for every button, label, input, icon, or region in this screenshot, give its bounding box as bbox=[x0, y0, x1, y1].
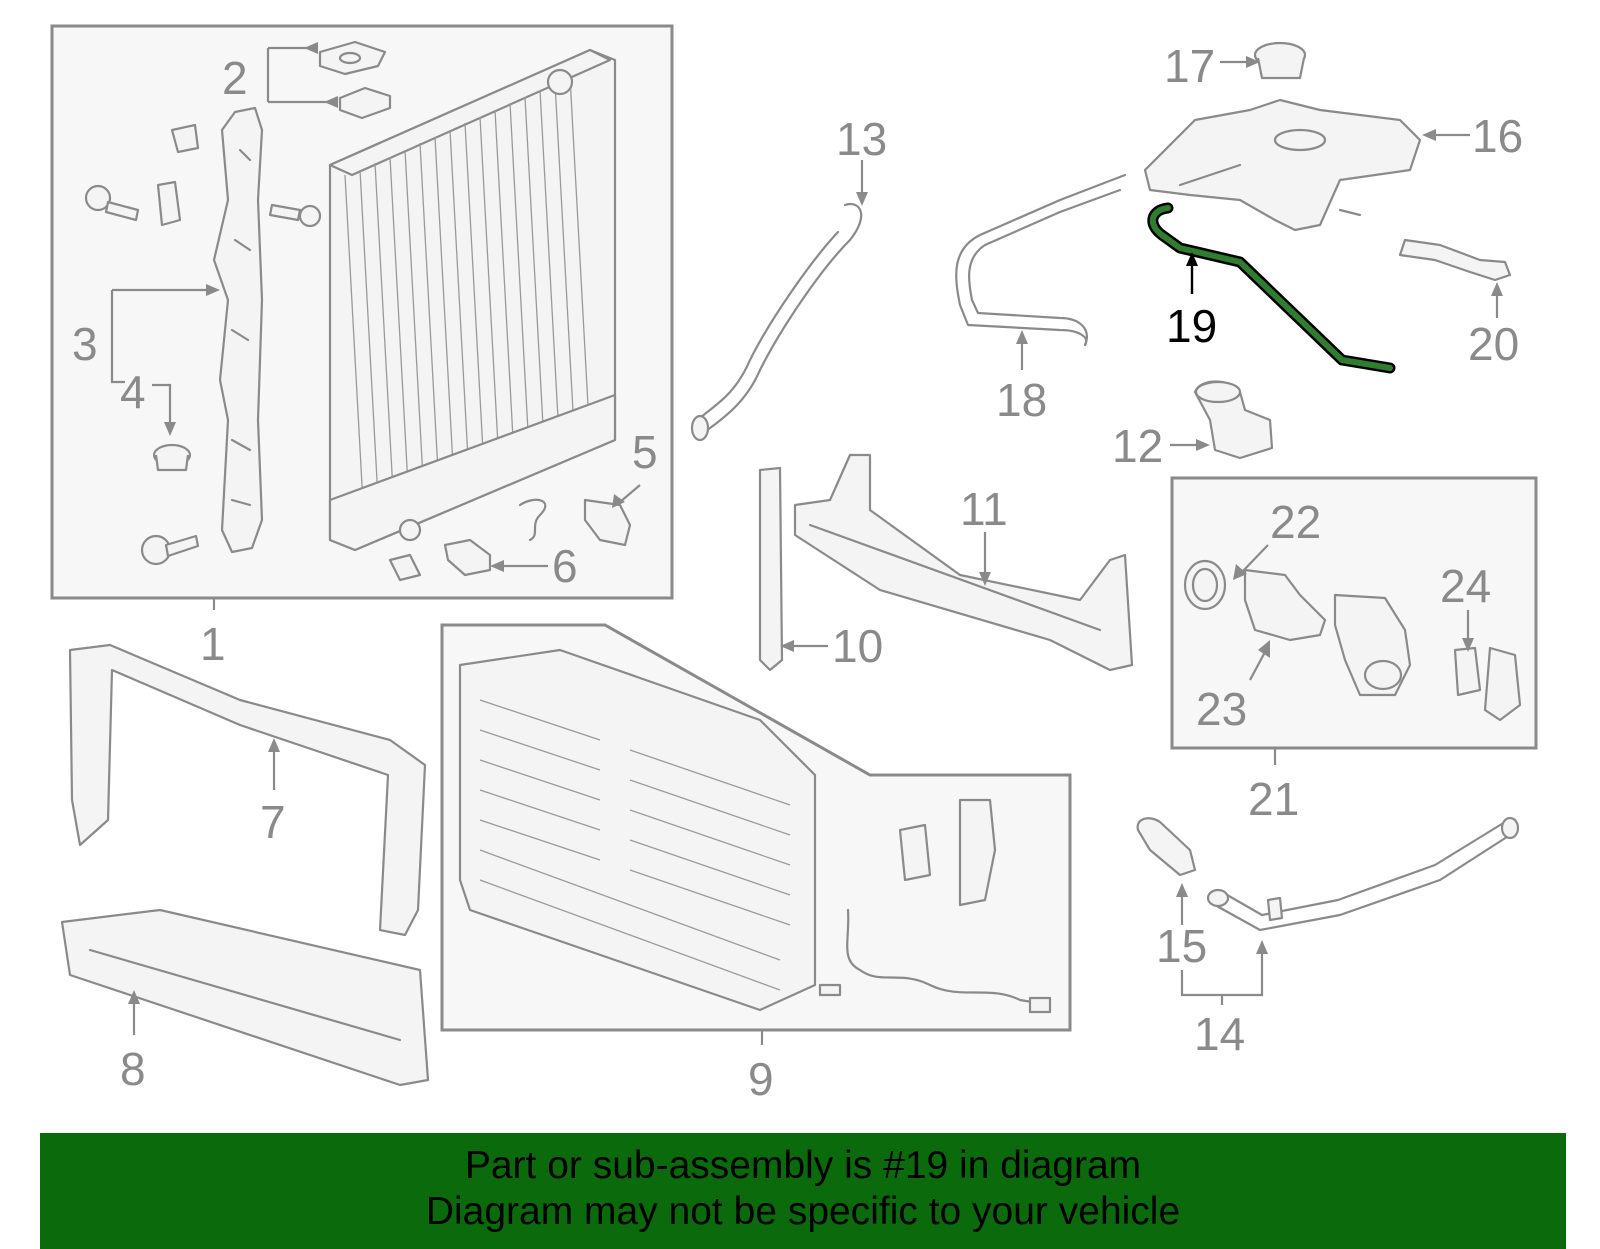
part-5-sensor[interactable] bbox=[583, 498, 632, 547]
part-23-thermostat[interactable] bbox=[1243, 568, 1327, 642]
callout-16: 16 bbox=[1472, 110, 1523, 162]
callout-1: 1 bbox=[200, 618, 226, 670]
part-14-pipe[interactable] bbox=[1206, 816, 1520, 932]
callout-4: 4 bbox=[120, 366, 146, 418]
callout-17: 17 bbox=[1164, 40, 1215, 92]
part-7-baffle[interactable] bbox=[68, 643, 427, 937]
callout-19: 19 bbox=[1166, 300, 1217, 352]
part-10-seal[interactable] bbox=[758, 466, 784, 672]
part-22-seal[interactable] bbox=[1183, 559, 1227, 611]
part-bolt-c[interactable] bbox=[140, 534, 200, 566]
part-thermostat-housing[interactable] bbox=[1333, 593, 1412, 697]
callout-11: 11 bbox=[960, 483, 1008, 535]
callout-14: 14 bbox=[1194, 1008, 1245, 1060]
callout-5: 5 bbox=[632, 426, 658, 478]
part-2-insulators[interactable] bbox=[318, 40, 392, 120]
callout-13: 13 bbox=[836, 113, 887, 165]
part-bolt-a[interactable] bbox=[84, 184, 140, 222]
part-clip[interactable] bbox=[170, 123, 200, 154]
banner-line-disclaimer: Diagram may not be specific to your vehi… bbox=[425, 1190, 1181, 1233]
callout-24: 24 bbox=[1440, 560, 1491, 612]
callout-21: 21 bbox=[1248, 773, 1299, 825]
part-18-hose[interactable] bbox=[955, 173, 1127, 347]
part-15-hose[interactable] bbox=[1136, 817, 1197, 877]
callout-6: 6 bbox=[552, 540, 578, 592]
part-clip-b[interactable] bbox=[388, 553, 422, 582]
part-bolt-b[interactable] bbox=[268, 203, 322, 228]
part-8-deflector[interactable] bbox=[60, 908, 430, 1087]
part-wire-harness[interactable] bbox=[818, 908, 1052, 1014]
callout-23: 23 bbox=[1196, 683, 1247, 735]
part-6-valve[interactable] bbox=[443, 538, 492, 577]
part-bracket-small[interactable] bbox=[156, 180, 182, 227]
callout-7: 7 bbox=[260, 796, 286, 848]
part-9-shutter[interactable] bbox=[458, 648, 817, 1012]
part-24-clip[interactable] bbox=[1453, 646, 1522, 722]
part-shutter-actuator[interactable] bbox=[898, 798, 997, 907]
callout-10: 10 bbox=[832, 620, 883, 672]
callout-8: 8 bbox=[120, 1043, 146, 1095]
part-3-bracket[interactable] bbox=[212, 106, 264, 554]
part-19-hose-highlighted[interactable] bbox=[1147, 202, 1396, 374]
callout-18: 18 bbox=[996, 374, 1047, 426]
callout-12: 12 bbox=[1112, 420, 1163, 472]
radiator[interactable] bbox=[328, 48, 617, 552]
part-hose-small[interactable] bbox=[518, 498, 547, 542]
part-13-hose[interactable] bbox=[690, 202, 863, 442]
callout-20: 20 bbox=[1468, 318, 1519, 370]
part-12-outlet[interactable] bbox=[1193, 380, 1274, 460]
banner-line-part: Part or sub-assembly is #19 in diagram bbox=[464, 1144, 1142, 1187]
callout-3: 3 bbox=[72, 318, 98, 370]
leader-lines bbox=[110, 42, 1503, 1045]
callout-9: 9 bbox=[748, 1053, 774, 1105]
info-banner: Part or sub-assembly is #19 in diagram D… bbox=[40, 1133, 1566, 1249]
callout-15: 15 bbox=[1156, 920, 1207, 972]
part-16-reservoir[interactable] bbox=[1143, 98, 1422, 232]
part-20-hose[interactable] bbox=[1398, 238, 1512, 282]
part-17-cap[interactable] bbox=[1253, 41, 1307, 80]
part-4-grommet[interactable] bbox=[152, 443, 192, 472]
part-11-support[interactable] bbox=[793, 453, 1134, 672]
callout-22: 22 bbox=[1270, 496, 1321, 548]
callout-2: 2 bbox=[222, 52, 248, 104]
callout-labels: 1 2 3 4 5 6 7 8 9 10 11 12 13 14 15 16 1… bbox=[72, 40, 1523, 1105]
